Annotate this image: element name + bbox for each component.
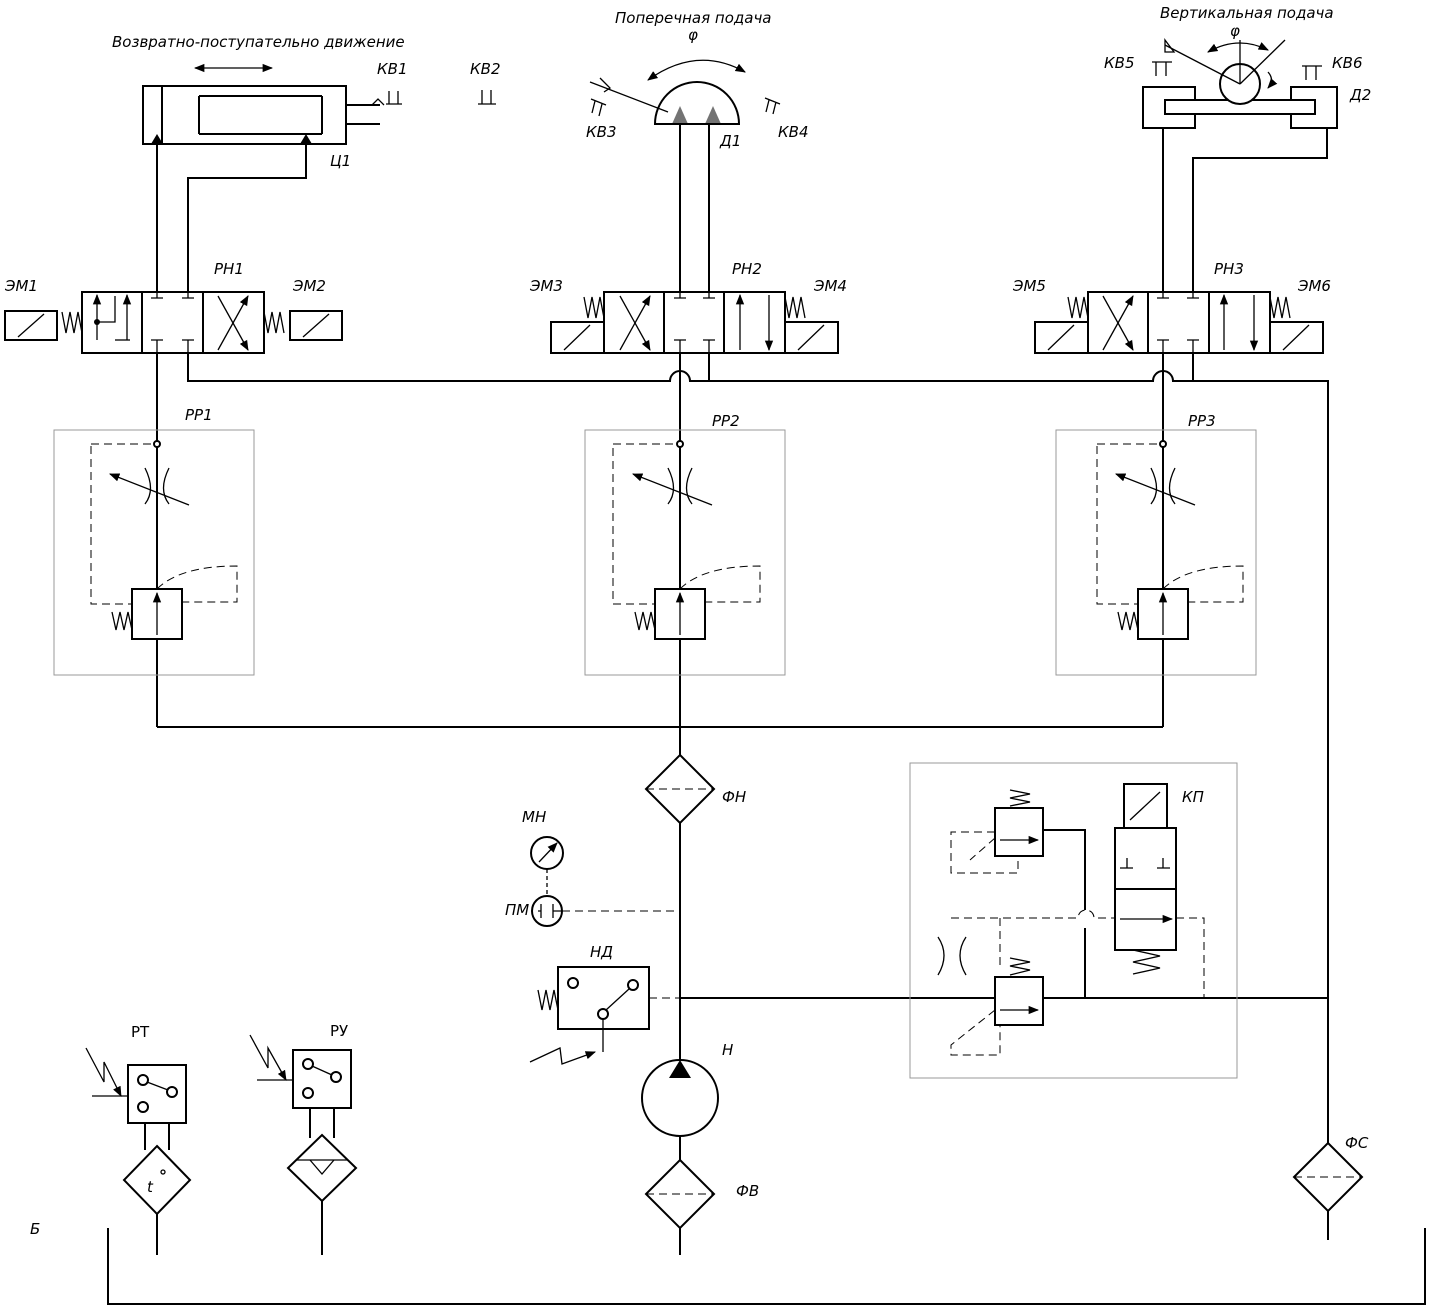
label-kv4: КВ4 (778, 123, 808, 141)
label-n: Н (722, 1041, 733, 1059)
hydromotor-d2 (1142, 38, 1338, 129)
label-rt: РТ (131, 1023, 150, 1041)
relief-block (909, 762, 1238, 1079)
label-rn2: РН2 (732, 260, 762, 278)
label-kv5: КВ5 (1104, 54, 1134, 72)
drain-line (187, 353, 1329, 1143)
filter-fn (644, 753, 716, 825)
regulator-rr2 (584, 429, 786, 676)
label-kv2: КВ2 (470, 60, 500, 78)
filter-fs (1292, 1141, 1364, 1240)
level-relay-ru (249, 1034, 358, 1255)
label-nd: НД (590, 943, 613, 961)
label-kv6: КВ6 (1332, 54, 1362, 72)
label-kp: КП (1182, 788, 1204, 806)
regulator-rr3 (1055, 429, 1257, 676)
line-d2-b (1192, 128, 1328, 292)
degree-mark (160, 1169, 166, 1175)
label-fn: ФН (722, 788, 746, 806)
label-rn1: РН1 (214, 260, 244, 278)
label-d2: Д2 (1349, 86, 1371, 104)
label-rr3: РР3 (1188, 412, 1216, 430)
limit-switch-kv1 (371, 91, 402, 106)
limit-switch-kv2 (478, 90, 496, 105)
label-rn3: РН3 (1214, 260, 1244, 278)
label-kv3: КВ3 (586, 123, 616, 141)
label-em2: ЭМ2 (292, 277, 326, 295)
label-em6: ЭМ6 (1297, 277, 1331, 295)
label-fv: ФВ (736, 1182, 759, 1200)
hydromotor-d1 (589, 59, 746, 125)
limit-switch-kv6 (1302, 65, 1322, 80)
limit-switch-kv5 (1152, 61, 1172, 76)
filter-fv (644, 1158, 716, 1255)
regulator-rr1 (53, 429, 255, 676)
cylinder-c1 (142, 85, 380, 145)
label-em3: ЭМ3 (529, 277, 563, 295)
thermo-relay-rt (85, 1047, 192, 1255)
label-d1: Д1 (719, 132, 741, 150)
caption-cross-phi: φ (688, 26, 698, 44)
limit-switch-kv4 (764, 97, 781, 115)
limit-switch-kv3 (590, 98, 607, 117)
caption-reciprocating: Возвратно-поступательно движение (112, 33, 405, 51)
gauge-switch-pm (531, 895, 680, 927)
line-c1-b (187, 144, 307, 292)
valve-rn2 (550, 291, 839, 354)
manometer-mn (530, 836, 564, 895)
thermo-t-symbol: t (147, 1178, 154, 1196)
label-em1: ЭМ1 (4, 277, 38, 295)
valve-rn3 (1034, 291, 1324, 354)
caption-vertical-feed: Вертикальная подача (1160, 4, 1334, 22)
label-rr2: РР2 (712, 412, 740, 430)
valve-rn1 (4, 291, 343, 354)
label-kv1: КВ1 (377, 60, 407, 78)
label-fs: ФС (1345, 1134, 1369, 1152)
caption-cross-feed: Поперечная подача (615, 9, 772, 27)
label-mn: МН (522, 808, 546, 826)
pump-n (641, 1059, 719, 1137)
label-em4: ЭМ4 (813, 277, 847, 295)
label-em5: ЭМ5 (1012, 277, 1046, 295)
tank-b (107, 1228, 1426, 1305)
label-c1: Ц1 (330, 152, 351, 170)
label-pm: ПМ (505, 901, 529, 919)
pressure-switch-nd (529, 966, 680, 1065)
label-rr1: РР1 (185, 406, 213, 424)
label-ru: РУ (330, 1022, 348, 1040)
label-b: Б (30, 1220, 40, 1238)
caption-vertical-phi: φ (1230, 22, 1240, 40)
